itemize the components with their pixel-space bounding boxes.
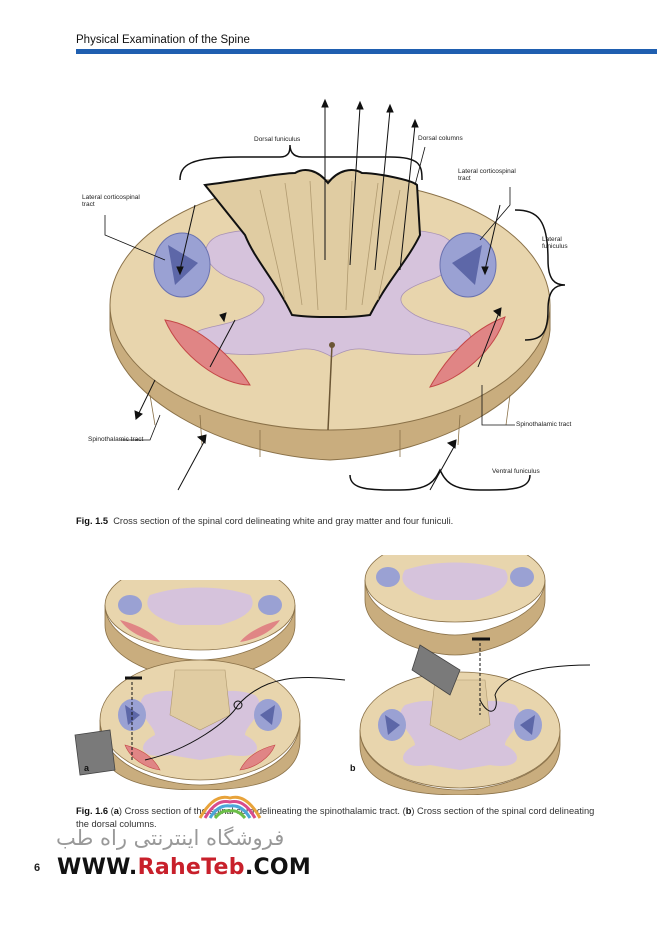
watermark-url[interactable]: WWW.RaheTeb.COM: [57, 855, 311, 880]
header-rule: [76, 49, 657, 54]
figure-1-6b-label: b: [350, 763, 356, 773]
watermark-persian: فروشگاه اینترنتی راه طب: [56, 826, 285, 850]
spinothalamic-left: [164, 319, 251, 386]
caption-part: ) Cross section of the spinal cord delin…: [76, 806, 595, 830]
url-prefix: WWW.: [57, 855, 138, 880]
label-spinothalamic-left: Spinothalamic tract: [88, 436, 144, 443]
watermark-logo: [198, 795, 262, 819]
figure-1-5-illustration: [104, 98, 566, 491]
url-suffix: .COM: [244, 855, 312, 880]
figure-1-6a-label: a: [84, 763, 90, 773]
label-lateral-funiculus: Lateral funiculus: [542, 236, 568, 251]
dorsal-columns-outline: [203, 169, 422, 318]
caption-sub-b: b: [405, 806, 412, 816]
label-dorsal-funiculus: Dorsal funiculus: [254, 136, 301, 143]
caption-sub-a: a: [113, 806, 119, 816]
label-dorsal-columns: Dorsal columns: [418, 135, 463, 142]
figure-1-6b-illustration: [359, 555, 591, 795]
label-lateral-cst-left: Lateral corticospinal tract: [82, 194, 140, 209]
caption-label-1-6: Fig. 1.6: [76, 806, 109, 816]
caption-part: (: [108, 806, 114, 816]
figure-1-6-caption: Fig. 1.6 (a) Cross section of the spinal…: [76, 805, 596, 832]
running-head: Physical Examination of the Spine: [76, 34, 250, 46]
figure-1-6a-illustration: [74, 580, 346, 790]
label-spinothalamic-right: Spinothalamic tract: [516, 421, 572, 428]
page-number: 6: [34, 862, 41, 874]
caption-text: Cross section of the spinal cord delinea…: [113, 516, 454, 526]
figure-1-5-caption: Fig. 1.5 Cross section of the spinal cor…: [76, 515, 636, 528]
label-lateral-cst-right: Lateral corticospinal tract: [458, 168, 516, 183]
url-brand: RaheTeb: [137, 855, 245, 880]
caption-label: Fig. 1.5: [76, 516, 109, 526]
spinothalamic-right: [429, 316, 506, 388]
caption-part: ) Cross section of the spinal cord delin…: [118, 806, 406, 816]
label-ventral-funiculus: Ventral funiculus: [492, 468, 540, 475]
